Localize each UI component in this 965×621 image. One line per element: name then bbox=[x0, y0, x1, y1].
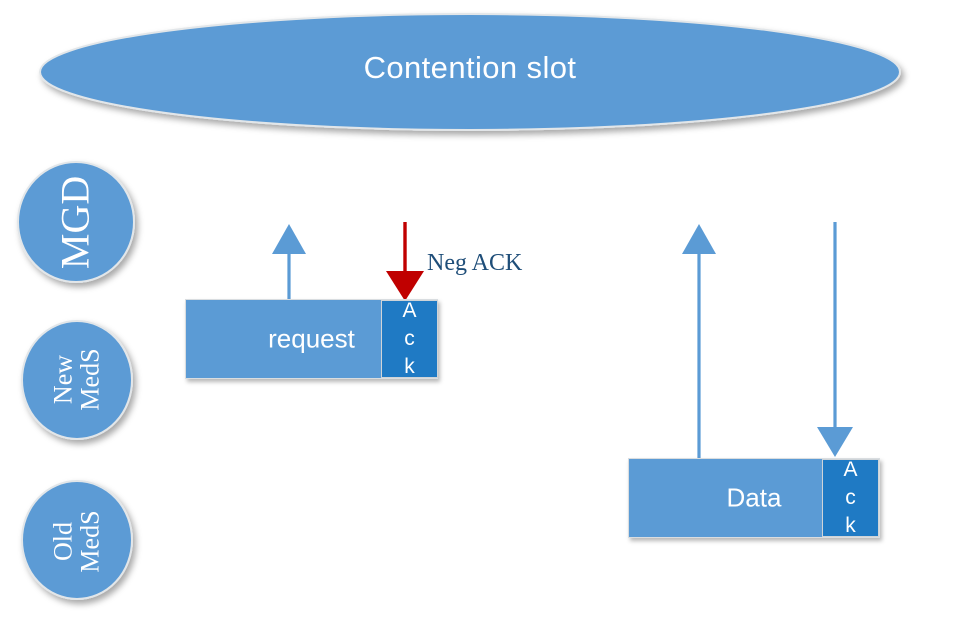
arrow-neg-ack bbox=[386, 222, 424, 301]
neg-ack-label: Neg ACK bbox=[427, 250, 523, 276]
node-label-old-meds-line2: MedS bbox=[75, 510, 104, 573]
node-label-old-meds-line1: Old bbox=[48, 522, 78, 562]
node-label-old-meds: Old MedS bbox=[48, 467, 104, 617]
node-label-new-meds: New MedS bbox=[48, 305, 104, 455]
node-circle-new-meds bbox=[21, 320, 133, 440]
node-circle-mgd bbox=[17, 161, 135, 283]
arrow-mgd-to-data-ack bbox=[817, 222, 853, 457]
ack-block-data-char-a: A bbox=[843, 458, 858, 482]
message-box-request-label: request bbox=[268, 323, 355, 354]
message-box-data-label: Data bbox=[726, 482, 782, 513]
ack-block-request-char-a: A bbox=[402, 299, 417, 323]
arrow-request-to-mgd bbox=[272, 224, 306, 299]
ack-block-request: A c k bbox=[381, 299, 438, 378]
node-label-new-meds-line2: MedS bbox=[75, 348, 104, 411]
ack-block-request-char-c: c bbox=[404, 327, 415, 351]
contention-slot-ellipse bbox=[39, 13, 901, 131]
ack-block-data: A c k bbox=[822, 458, 879, 537]
node-circle-old-meds bbox=[21, 480, 133, 600]
arrow-data-to-mgd bbox=[682, 224, 716, 458]
node-label-new-meds-line1: New bbox=[48, 354, 78, 405]
ack-block-data-char-k: k bbox=[845, 513, 856, 537]
ack-block-data-char-c: c bbox=[845, 486, 856, 510]
ack-block-request-char-k: k bbox=[404, 354, 415, 378]
node-label-mgd: MGD bbox=[52, 175, 98, 270]
